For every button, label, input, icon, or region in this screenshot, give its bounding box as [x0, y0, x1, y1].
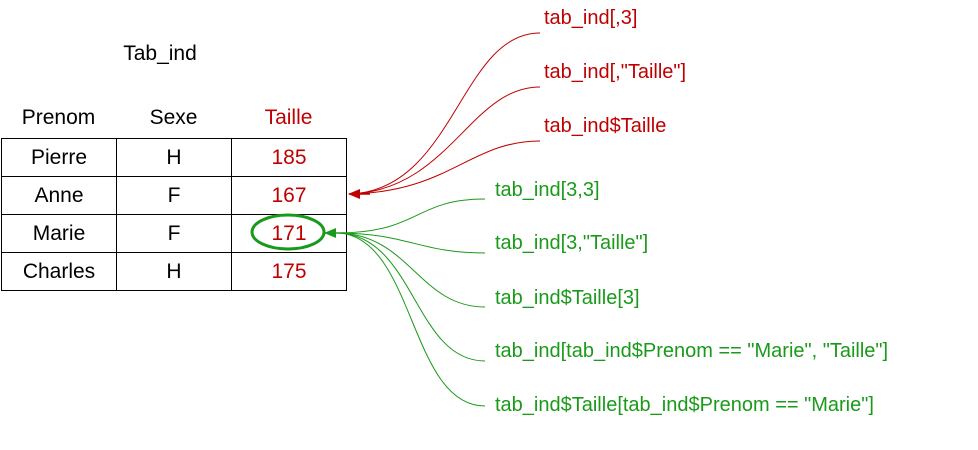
cell-sexe: F	[116, 176, 232, 215]
cell-access-label: tab_ind[3,"Taille"]	[495, 232, 649, 254]
cell-prenom: Pierre	[1, 138, 117, 177]
table-row: Charles H 175	[1, 252, 347, 291]
header-sexe: Sexe	[149, 106, 198, 129]
cell-connector	[339, 232, 486, 308]
cell-taille: 175	[231, 252, 347, 291]
cell-access-label: tab_ind$Taille[tab_ind$Prenom == "Marie"…	[495, 394, 874, 416]
table-row: Marie F 171	[1, 214, 347, 253]
cell-access-label: tab_ind$Taille[3]	[495, 287, 640, 309]
cell-prenom: Marie	[1, 214, 117, 253]
cell-access-label: tab_ind[3,3]	[495, 179, 600, 201]
table-title: Tab_ind	[123, 42, 197, 65]
column-connector	[349, 140, 541, 195]
column-access-label: tab_ind[,3]	[544, 7, 638, 29]
header-taille: Taille	[264, 106, 313, 129]
cell-taille: 185	[231, 138, 347, 177]
column-access-label: tab_ind$Taille	[544, 115, 667, 137]
cell-connector	[339, 198, 486, 234]
cell-prenom: Anne	[1, 176, 117, 215]
cell-connector	[339, 232, 486, 362]
table-row: Anne F 167	[1, 176, 347, 215]
cell-connector	[339, 232, 486, 407]
header-prenom: Prenom	[21, 106, 96, 129]
cell-taille: 167	[231, 176, 347, 215]
column-connector	[349, 86, 541, 195]
cell-connector	[339, 232, 486, 254]
cell-sexe: H	[116, 252, 232, 291]
data-table: Pierre H 185 Anne F 167 Marie F 171 Char…	[1, 138, 347, 291]
column-access-label: tab_ind[,"Taille"]	[544, 61, 687, 83]
cell-prenom: Charles	[1, 252, 117, 291]
highlight-ellipse	[250, 213, 326, 251]
cell-access-label: tab_ind[tab_ind$Prenom == "Marie", "Tail…	[495, 340, 889, 362]
column-connector	[349, 32, 541, 195]
cell-taille-highlighted: 171	[231, 214, 347, 253]
